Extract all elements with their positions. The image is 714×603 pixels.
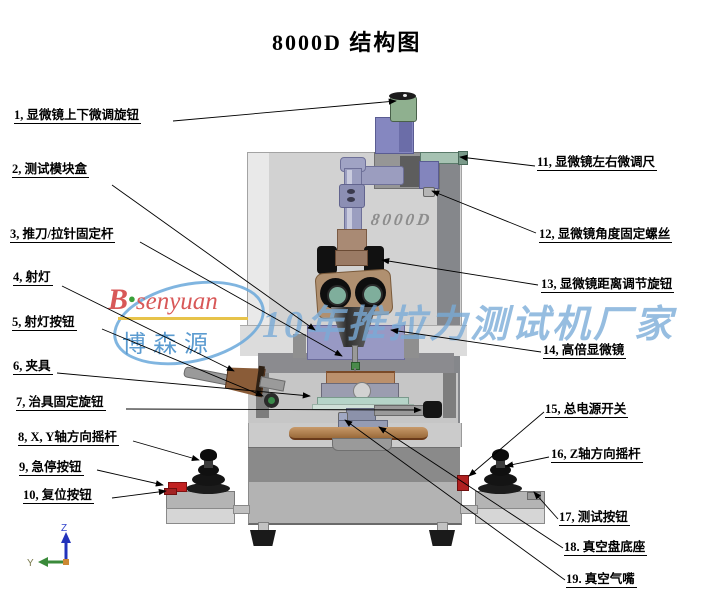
- main-power-switch: [457, 475, 469, 491]
- callout-label-1: 1, 显微镜上下微调旋钮: [14, 108, 142, 124]
- left-connector: [233, 505, 250, 514]
- head-tower-shade: [399, 118, 412, 152]
- fixture-arm-rod: [374, 405, 426, 416]
- reset-button: [164, 488, 177, 495]
- model-mark: 8000D: [369, 210, 434, 229]
- eyepiece-lens-left: [327, 285, 348, 306]
- right-platform-lower: [475, 508, 545, 524]
- callout-label-3: 3, 推刀/拉针固定杆: [10, 227, 116, 243]
- microscope-angle-screw: [423, 187, 435, 197]
- xy-joystick-boot-top: [198, 464, 219, 476]
- callout-label-13: 13, 显微镜距离调节旋钮: [541, 277, 675, 293]
- callout-label-17: 17, 测试按钮: [559, 510, 630, 526]
- callout-label-4: 4, 射灯: [13, 270, 53, 286]
- right-connector: [460, 505, 478, 514]
- machine-foot-left: [250, 530, 276, 546]
- xy-joystick-boot-mid: [192, 473, 225, 486]
- fixture-lock-knob: [423, 401, 442, 418]
- callout-label-12: 12, 显微镜角度固定螺丝: [539, 227, 673, 243]
- machine-foot-right: [429, 530, 455, 546]
- module-side-block-left: [293, 334, 306, 358]
- callout-label-8: 8, X, Y轴方向摇杆: [18, 430, 119, 446]
- callout-label-16: 16, Z轴方向摇杆: [551, 447, 643, 463]
- ruler-end-cap: [458, 151, 468, 165]
- arm-joint-block: [339, 184, 365, 208]
- worktable: [326, 371, 395, 386]
- module-side-block-right: [404, 334, 419, 358]
- joint-hole-2: [347, 197, 355, 202]
- microscope-distance-knob-left: [317, 246, 337, 274]
- xy-joystick-stick: [204, 455, 213, 468]
- vacuum-plate-base: [332, 438, 392, 451]
- callout-label-11: 11, 显微镜左右微调尺: [537, 155, 658, 171]
- base-band-2: [248, 447, 460, 482]
- callout-label-7: 7, 治具固定旋钮: [16, 395, 106, 411]
- callout-label-18: 18. 真空盘底座: [564, 540, 648, 556]
- callout-label-19: 19. 真空气嘴: [566, 572, 637, 588]
- callout-label-14: 14, 高倍显微镜: [543, 343, 627, 359]
- left-platform-lower: [166, 508, 235, 524]
- test-button: [527, 492, 541, 500]
- xy-joystick-base: [186, 483, 230, 494]
- xy-joystick: [200, 449, 217, 461]
- callout-label-9: 9, 急停按钮: [19, 460, 84, 476]
- spotlight-button-center: [268, 397, 275, 404]
- callout-label-15: 15, 总电源开关: [545, 402, 629, 418]
- base-band-3: [248, 481, 462, 525]
- joint-hole-1: [347, 189, 355, 194]
- knob-cap-glint: [403, 94, 407, 97]
- diagram-title: 8000D 结构图: [272, 30, 422, 55]
- microscope-distance-knob: [364, 246, 384, 274]
- callout-label-10: 10, 复位按钮: [23, 488, 94, 504]
- eyepiece-lens-right: [362, 284, 383, 305]
- callout-label-2: 2, 测试模块盒: [12, 162, 90, 178]
- callout-label-6: 6, 夹具: [13, 359, 53, 375]
- knob-bridge: [335, 250, 368, 266]
- lower-dark-col-right: [443, 373, 456, 418]
- callout-label-5: 5, 射灯按钮: [12, 315, 77, 331]
- emergency-stop-button: [168, 482, 187, 492]
- machine-body-left-strip: [248, 153, 269, 331]
- z-joystick: [492, 449, 509, 461]
- knob-cap: [389, 92, 416, 100]
- head-end-block: [419, 161, 439, 189]
